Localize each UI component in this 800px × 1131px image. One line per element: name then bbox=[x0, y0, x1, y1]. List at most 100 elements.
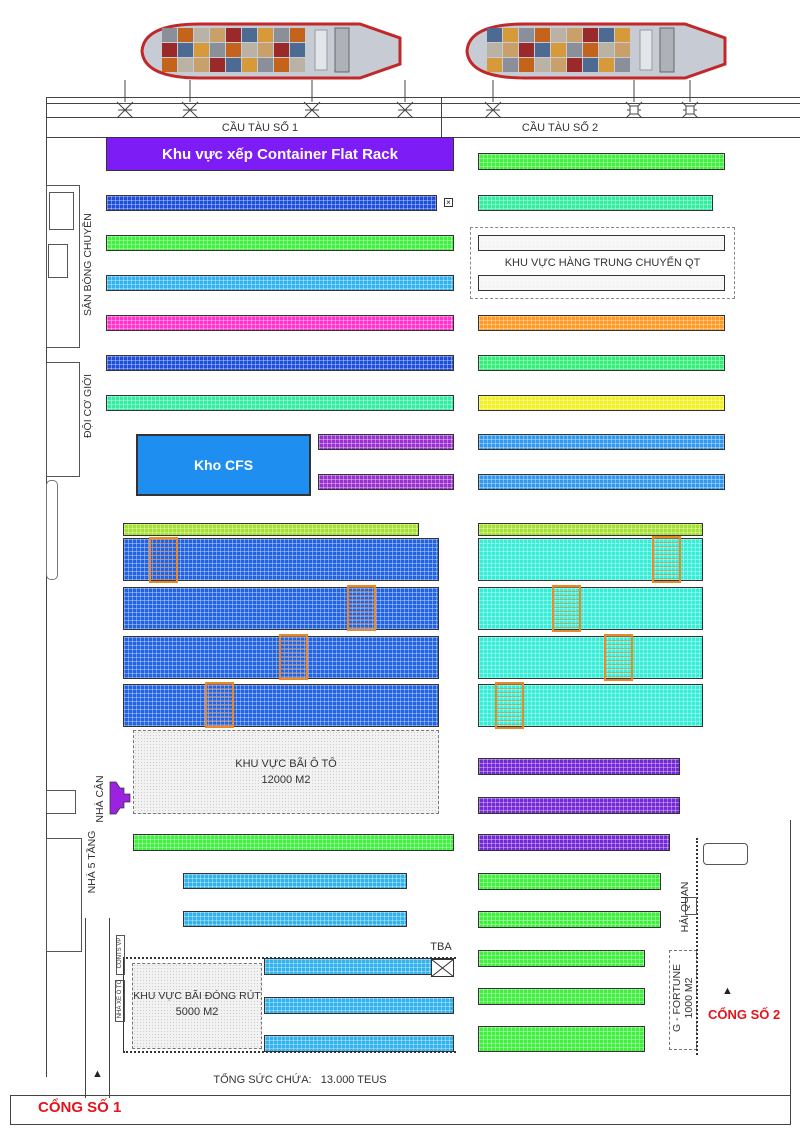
weigh-station-icon bbox=[109, 781, 131, 815]
small-box-icon: × bbox=[444, 198, 453, 207]
building-icon bbox=[46, 790, 76, 814]
container-block bbox=[106, 195, 437, 211]
gate-2-label: CỔNG SỐ 2 bbox=[708, 1007, 781, 1022]
container-block bbox=[478, 275, 725, 291]
mechanic-building bbox=[46, 362, 80, 477]
quay-crane-icon bbox=[483, 80, 503, 120]
building-icon bbox=[46, 480, 58, 580]
container-block bbox=[478, 873, 661, 890]
container-block bbox=[478, 636, 703, 679]
container-block bbox=[264, 1035, 454, 1052]
container-block bbox=[318, 474, 454, 490]
container-block bbox=[478, 474, 725, 490]
gate-1-label: CỔNG SỐ 1 bbox=[38, 1099, 122, 1116]
car-yard-zone bbox=[133, 730, 439, 814]
rtg-crane-icon bbox=[347, 585, 376, 631]
container-block bbox=[106, 275, 454, 291]
container-block bbox=[123, 587, 439, 630]
volleyball-court-building bbox=[46, 185, 80, 348]
car-yard-area: 12000 M2 bbox=[261, 774, 311, 786]
transformer-icon bbox=[431, 959, 454, 977]
container-block bbox=[318, 434, 454, 450]
container-block bbox=[478, 523, 703, 536]
container-block bbox=[478, 587, 703, 630]
gate-1-arrow-icon: ▲ bbox=[92, 1068, 103, 1080]
container-block bbox=[478, 758, 680, 775]
transship-label: KHU VỰC HÀNG TRUNG CHUYỂN QT bbox=[504, 257, 701, 269]
berth-1-label: CẦU TÀU SỐ 1 bbox=[221, 122, 299, 134]
weigh-station-label: NHÀ CÂN bbox=[94, 775, 106, 823]
container-block bbox=[133, 834, 454, 851]
container-block bbox=[264, 997, 454, 1014]
garage-building bbox=[115, 980, 125, 1022]
container-block bbox=[478, 950, 645, 967]
container-block bbox=[478, 434, 725, 450]
mechanic-label: ĐỘI CƠ GIỚI bbox=[82, 373, 94, 439]
five-floor-label: NHÀ 5 TẦNG bbox=[86, 830, 98, 894]
fence bbox=[696, 838, 698, 1055]
capacity-label: TỔNG SỨC CHỨA: bbox=[213, 1074, 312, 1086]
container-block bbox=[106, 395, 454, 411]
g-fortune-name: G - FORTUNE bbox=[671, 963, 683, 1033]
ship-1-icon bbox=[140, 22, 402, 80]
container-block bbox=[264, 958, 454, 975]
container-block bbox=[478, 911, 661, 928]
conts-vp-label: CONTS VP bbox=[117, 937, 123, 969]
customs-building bbox=[685, 897, 697, 915]
capacity-value: 13.000 TEUS bbox=[320, 1074, 387, 1086]
car-yard-label: KHU VỰC BÃI Ô TÔ bbox=[235, 758, 337, 770]
quay-crane-icon bbox=[180, 80, 200, 120]
rtg-crane-icon bbox=[279, 634, 308, 680]
container-block bbox=[478, 395, 725, 411]
ship-2-icon bbox=[465, 22, 727, 80]
container-block bbox=[478, 195, 713, 211]
rtg-crane-icon bbox=[652, 536, 681, 583]
transship-zone bbox=[470, 227, 735, 299]
berth-2-label: CẦU TÀU SỐ 2 bbox=[521, 122, 599, 134]
container-block bbox=[478, 797, 680, 814]
flat-rack-zone: Khu vực xếp Container Flat Rack bbox=[106, 137, 454, 171]
container-block bbox=[478, 834, 670, 851]
container-block bbox=[183, 911, 407, 927]
rtg-crane-icon bbox=[149, 537, 178, 583]
rtg-crane-icon bbox=[205, 682, 234, 728]
rtg-crane-icon bbox=[495, 682, 524, 729]
container-block bbox=[478, 315, 725, 331]
building-icon bbox=[49, 192, 74, 230]
rtg-crane-icon bbox=[552, 585, 581, 632]
rtg-crane-icon bbox=[604, 634, 633, 681]
g-fortune-area: 1000 M2 bbox=[683, 977, 695, 1019]
building-icon bbox=[48, 244, 68, 278]
customs-label: HẢI QUAN bbox=[679, 881, 691, 933]
container-block bbox=[106, 315, 454, 331]
volleyball-label: SÂN BÓNG CHUYỀN bbox=[82, 213, 94, 316]
conts-vp-building bbox=[116, 935, 125, 975]
container-block bbox=[123, 523, 419, 536]
road-gate-1 bbox=[85, 918, 110, 1098]
garage-label: NHÀ XE Ô TÔ bbox=[117, 979, 123, 1019]
container-block bbox=[478, 235, 725, 251]
container-block bbox=[106, 355, 454, 371]
container-block bbox=[106, 235, 454, 251]
quay-crane-icon bbox=[395, 80, 415, 120]
container-block bbox=[478, 153, 725, 170]
gate-2-arrow-icon: ▲ bbox=[722, 985, 733, 997]
quay-crane-icon bbox=[115, 80, 135, 120]
cfs-warehouse: Kho CFS bbox=[136, 434, 311, 496]
container-block bbox=[183, 873, 407, 889]
tba-label: TBA bbox=[430, 941, 452, 953]
capacity-text: TỔNG SỨC CHỨA: 13.000 TEUS bbox=[160, 1074, 440, 1086]
gate-2-booths bbox=[703, 843, 748, 865]
quay-crane-icon bbox=[680, 80, 700, 120]
container-block bbox=[478, 355, 725, 371]
five-floor-building bbox=[46, 838, 82, 952]
stuffing-yard-area: 5000 M2 bbox=[175, 1006, 219, 1018]
container-block bbox=[478, 988, 645, 1005]
quay-crane-icon bbox=[302, 80, 322, 120]
stuffing-yard-label: KHU VỰC BÃI ĐÓNG RÚT bbox=[133, 990, 261, 1002]
quay-crane-icon bbox=[624, 80, 644, 120]
container-block bbox=[123, 684, 439, 727]
container-block bbox=[478, 1026, 645, 1052]
